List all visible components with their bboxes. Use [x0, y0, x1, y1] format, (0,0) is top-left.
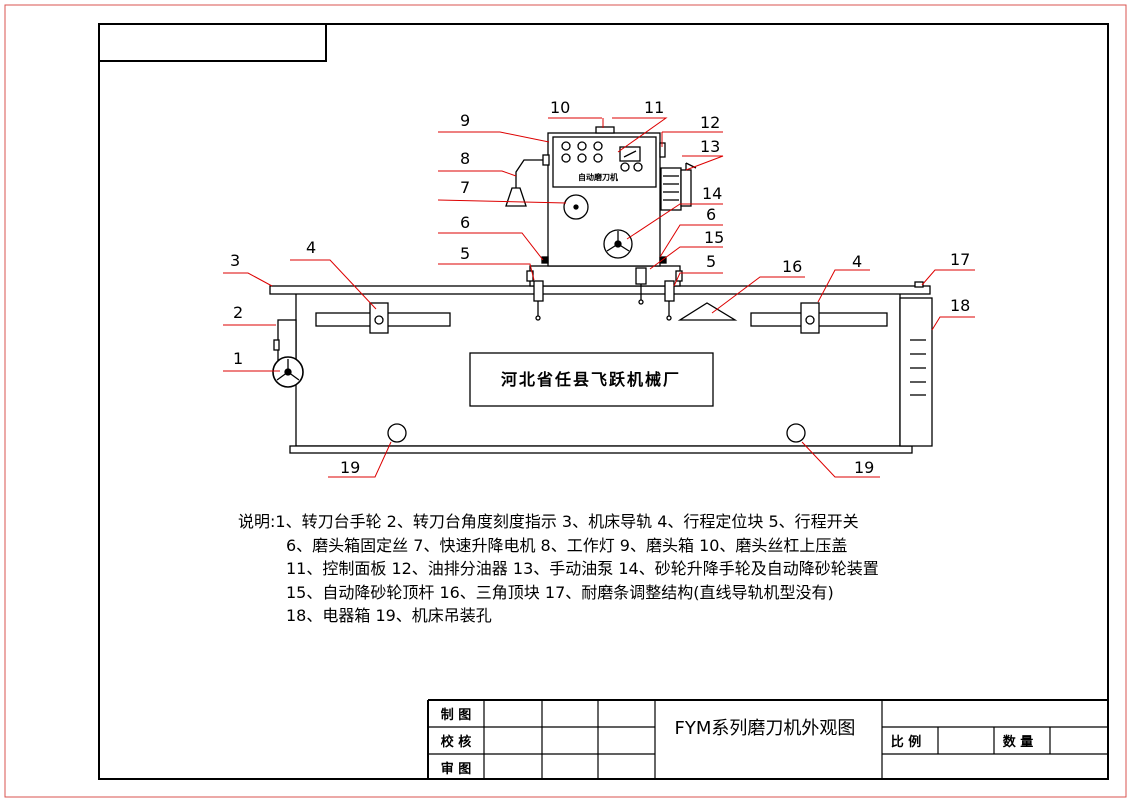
- scale-label: 比 例: [891, 734, 922, 750]
- note-line-2: 6、磨头箱固定丝 7、快速升降电机 8、工作灯 9、磨头箱 10、磨头丝杠上压盖: [286, 535, 848, 555]
- company-plate-text: 河北省任县飞跃机械厂: [501, 370, 681, 389]
- stroke-block-right: [800, 302, 820, 334]
- callout-14: 14: [702, 184, 722, 203]
- callout-11: 11: [644, 98, 664, 117]
- callout-19-right: 19: [854, 458, 874, 477]
- approved-by-label: 审 图: [441, 761, 472, 777]
- callout-7: 7: [460, 178, 470, 197]
- title-block: [427, 699, 1108, 779]
- callout-9: 9: [460, 111, 470, 130]
- carriage: [529, 265, 681, 287]
- limit-switch-left: [533, 280, 544, 302]
- callout-18: 18: [950, 296, 970, 315]
- screw-top-cap: [595, 126, 615, 134]
- note-line-1: 说明:1、转刀台手轮 2、转刀台角度刻度指示 3、机床导轨 4、行程定位块 5、…: [238, 512, 859, 531]
- electric-box: [899, 297, 933, 447]
- company-plate: [469, 352, 714, 407]
- callout-12: 12: [700, 113, 720, 132]
- lifting-hole-left: [387, 423, 407, 443]
- machine-foot: [289, 445, 913, 454]
- callout-2: 2: [233, 303, 243, 322]
- callout-3: 3: [230, 251, 240, 270]
- callout-8: 8: [460, 149, 470, 168]
- work-lamp: [515, 159, 548, 188]
- drawing-title: FYM系列磨刀机外观图: [675, 718, 856, 739]
- callout-10: 10: [550, 98, 570, 117]
- callout-17: 17: [950, 250, 970, 269]
- ejector-rod: [635, 267, 647, 285]
- triangle-block: [677, 302, 738, 321]
- machine-rail: [269, 285, 931, 295]
- drawn-by-label: 制 图: [441, 707, 472, 723]
- checked-by-label: 校 核: [441, 734, 472, 750]
- top-left-box: [98, 23, 327, 62]
- callout-4-right: 4: [852, 252, 862, 271]
- callout-4-left: 4: [306, 238, 316, 257]
- callout-5-right: 5: [706, 252, 716, 271]
- callout-6-right: 6: [706, 205, 716, 224]
- limit-switch-right: [664, 280, 675, 302]
- outer-sheet-border: [4, 4, 1127, 798]
- callout-1: 1: [233, 349, 243, 368]
- callout-13: 13: [700, 137, 720, 156]
- stroke-block-left: [369, 302, 389, 334]
- callout-numbers: 1 2 3 4 4 5 5 6 6 7 8 9 10 11 12 13 14 1…: [230, 98, 970, 477]
- leader-lines: [223, 117, 975, 478]
- note-line-3: 11、控制面板 12、油排分油器 13、手动油泵 14、砂轮升降手轮及自动降砂轮…: [286, 559, 879, 578]
- manual-oil-pump: [660, 167, 682, 211]
- callout-15: 15: [704, 228, 724, 247]
- lifting-hole-right: [786, 423, 806, 443]
- callout-16: 16: [782, 257, 802, 276]
- quantity-label: 数 量: [1003, 734, 1034, 750]
- note-line-4: 15、自动降砂轮顶杆 16、三角顶块 17、耐磨条调整结构(直线导轨机型没有): [286, 582, 834, 602]
- callout-5-left: 5: [460, 244, 470, 263]
- callout-6-left: 6: [460, 213, 470, 232]
- note-line-5: 18、电器箱 19、机床吊装孔: [286, 606, 492, 625]
- drawing-frame: [98, 23, 1109, 780]
- callout-19-left: 19: [340, 458, 360, 477]
- legend-notes: 说明:1、转刀台手轮 2、转刀台角度刻度指示 3、机床导轨 4、行程定位块 5、…: [238, 510, 998, 628]
- panel-label: 自动磨刀机: [578, 172, 618, 182]
